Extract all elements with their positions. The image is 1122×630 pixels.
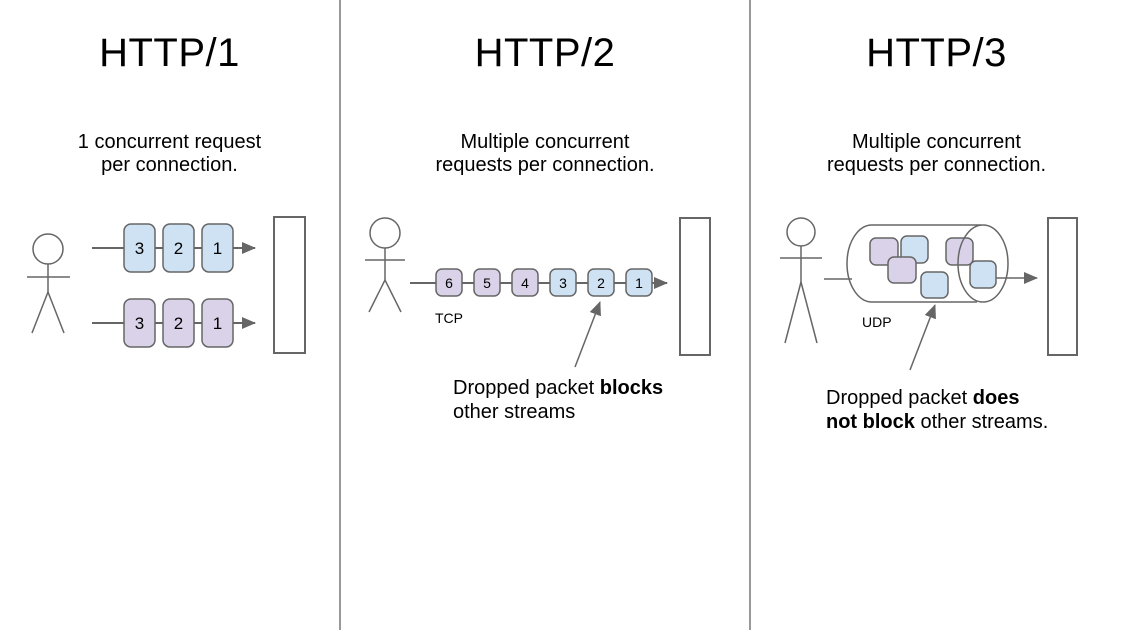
column-divider-2 — [749, 0, 751, 630]
packet-label: 1 — [213, 239, 222, 258]
server-box — [273, 216, 306, 354]
column-divider-1 — [339, 0, 341, 630]
http3-diagram: UDP — [780, 217, 1078, 371]
column-http2: HTTP/2 Multiple concurrent requests per … — [341, 0, 749, 630]
packet-box — [920, 271, 949, 299]
packet-box — [511, 268, 539, 297]
packet-label: 3 — [135, 314, 144, 333]
udp-tube — [846, 224, 981, 303]
note-bold-text: does — [972, 387, 1020, 409]
note-text: other streams. — [914, 411, 1049, 433]
packet-box — [162, 298, 195, 348]
column-http1: HTTP/1 1 concurrent request per connecti… — [0, 0, 339, 630]
packet-label: 3 — [135, 239, 144, 258]
packet-box — [162, 223, 195, 273]
stick-figure-head — [32, 233, 64, 265]
udp-label: UDP — [862, 314, 892, 330]
packet-box — [969, 260, 997, 289]
stick-figure-head — [786, 217, 816, 247]
server-box — [679, 217, 711, 356]
http1-diagram: 3 2 1 3 2 1 — [27, 216, 306, 354]
stick-figure-head — [369, 217, 401, 249]
http2-dropped-packet-note: Dropped packet blocks other streams — [453, 376, 663, 424]
packet-box — [201, 298, 234, 348]
packet-label: 3 — [559, 275, 567, 291]
http1-subtitle: 1 concurrent request per connection. — [77, 131, 262, 176]
http2-title: HTTP/2 — [474, 31, 616, 75]
note-bold-text: not block — [826, 411, 915, 433]
http1-title: HTTP/1 — [99, 31, 240, 75]
dropped-packet-pointer-arrow — [909, 304, 936, 371]
packet-label: 2 — [597, 275, 605, 291]
packet-label: 1 — [635, 275, 643, 291]
packet-box — [123, 298, 156, 348]
http2-subtitle: Multiple concurrent requests per connect… — [435, 131, 655, 176]
client-stick-figure — [780, 217, 822, 344]
note-text: Dropped packet — [453, 377, 600, 399]
packet-box — [587, 268, 615, 297]
packet-label: 1 — [213, 314, 222, 333]
packet-box — [887, 256, 917, 284]
http3-subtitle: Multiple concurrent requests per connect… — [826, 131, 1047, 176]
http3-title: HTTP/3 — [866, 31, 1007, 75]
packet-label: 2 — [174, 239, 183, 258]
dropped-packet-pointer-arrow — [574, 301, 601, 368]
http2-diagram: 6 5 4 3 2 1 TCP — [365, 217, 711, 368]
note-bold-text: blocks — [599, 377, 664, 399]
packet-label: 4 — [521, 275, 529, 291]
column-http3: HTTP/3 Multiple concurrent requests per … — [751, 0, 1122, 630]
note-text: Dropped packet — [826, 387, 973, 409]
packet-label: 6 — [445, 275, 453, 291]
packet-box — [473, 268, 501, 297]
packet-box — [549, 268, 577, 297]
packet-label: 2 — [174, 314, 183, 333]
http3-dropped-packet-note: Dropped packet does not block other strea… — [826, 386, 1048, 434]
packet-box — [625, 268, 653, 297]
tube-opening-ellipse — [957, 224, 1009, 303]
client-stick-figure — [365, 217, 405, 313]
packet-box — [201, 223, 234, 273]
tcp-label: TCP — [435, 310, 463, 326]
packet-box — [435, 268, 463, 297]
packet-label: 5 — [483, 275, 491, 291]
server-box — [1047, 217, 1078, 356]
client-stick-figure — [27, 233, 70, 334]
note-text: other streams — [453, 401, 576, 423]
packet-box — [123, 223, 156, 273]
